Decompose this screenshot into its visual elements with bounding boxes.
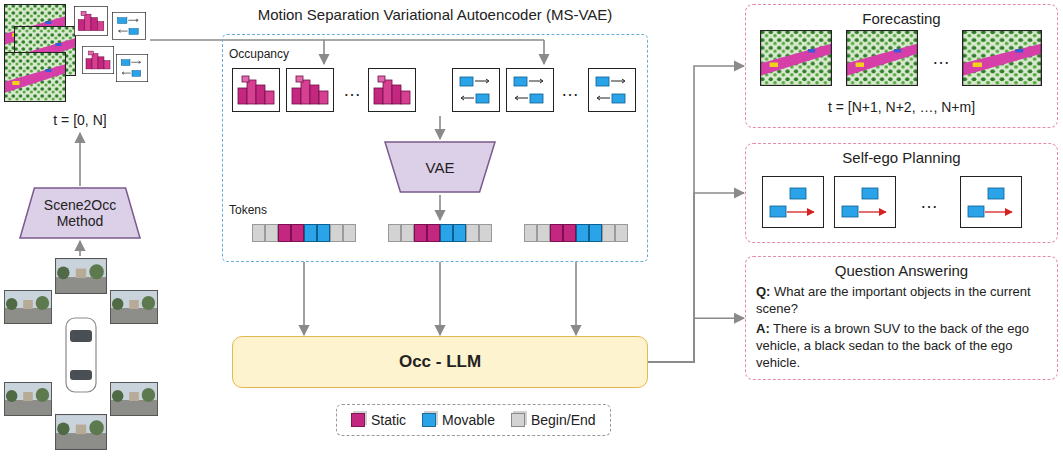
occupancy-frames [589,69,636,112]
flow-lines [323,40,325,64]
input-occupancy-stack [82,46,113,73]
connector-arrow [648,318,744,362]
connector-arrow [648,66,744,362]
legend-item: Begin/End [511,412,596,428]
planning-frames [835,177,896,228]
llm-box: Occ - LLM [232,336,648,388]
node-title: Occ - LLM [399,352,481,372]
speaker-tag: Q: [756,284,770,299]
token-sequences [389,225,492,242]
node-text: Q: What are the important objects in the… [756,284,1047,318]
camera-views [70,330,92,342]
ellipsis: … [558,80,582,101]
camera-views [66,318,96,392]
node-title: Motion Separation Variational Autoencode… [223,6,647,23]
planning-frames [763,177,1022,228]
camera-views [55,258,107,294]
node-title: Scene2Occ Method [39,197,121,229]
legend-text: Static [371,412,406,428]
connector-arrow [648,193,744,362]
token-sequences [253,225,356,242]
vae-trapezoid: VAE [385,142,495,192]
legend-swatch [422,413,436,427]
node-title: Question Answering [756,262,1047,279]
flow-lines [150,39,544,41]
legend-text: Begin/End [531,412,596,428]
occupancy-frames [453,69,500,112]
node-title: Self-ego Planning [746,149,1057,166]
camera-views [110,290,158,324]
shape-outline [20,188,140,238]
vae-region: Motion Separation Variational Autoencode… [222,34,648,262]
flow-lines [80,40,544,256]
time-range: t = [0, N] [35,112,125,128]
connector-arrow [303,262,305,335]
connector-arrow [439,262,441,335]
flow-lines [439,116,441,139]
legend-item: Movable [422,412,495,428]
flow-lines [79,241,81,256]
flow-lines [439,195,441,220]
node-text: Tokens [229,203,267,217]
forecast-frames [760,30,1042,86]
planning-frames [961,177,1022,228]
legend-swatch [511,413,525,427]
ellipsis: … [924,48,958,69]
ellipsis: … [904,192,954,213]
token-sequences [253,225,628,242]
legend-swatch [351,413,365,427]
input-occupancy-stack [4,4,148,102]
occupancy-frames [507,69,554,112]
task-box: Forecasting t = [N+1, N+2, …, N+m] [745,4,1058,128]
node-text: Occupancy [229,47,289,61]
occupancy-frames [233,69,280,112]
camera-views [110,382,158,416]
camera-views [55,414,107,450]
forecast-frames [962,30,1042,86]
occupancy-frames [287,69,334,112]
planning-frames [763,177,824,228]
input-occupancy-stack [116,54,147,81]
token-sequences [525,225,628,242]
flow-lines [79,133,81,186]
node-title: Forecasting [746,10,1057,27]
ellipsis: … [340,80,364,101]
camera-views [70,370,92,380]
camera-views [4,290,52,324]
occupancy-frames [233,69,636,112]
camera-views [4,382,52,416]
task-box: Question Answering Q: What are the import… [745,256,1058,380]
node-text: t = [N+1, N+2, …, N+m] [746,99,1057,115]
input-occupancy-stack [112,12,145,39]
camera-views [4,258,158,450]
occupancy-frames [369,69,416,112]
shape-outline [385,142,495,192]
flow-lines [543,40,545,64]
method-trapezoid: Scene2Occ Method [20,188,140,238]
speaker-tag: A: [756,321,770,336]
input-occupancy-stack [74,6,107,35]
forecast-frames [760,30,832,86]
legend-item: Static [351,412,406,428]
input-occupancy-stack [4,52,66,102]
legend-text: Movable [442,412,495,428]
legend-box: Static Movable Begin/End [336,404,611,436]
forecast-frames [846,30,918,86]
task-box: Self-ego Planning [745,143,1058,243]
node-title: VAE [426,159,455,176]
connector-arrow [575,262,577,335]
node-text: A: There is a brown SUV to the back of t… [756,321,1047,372]
